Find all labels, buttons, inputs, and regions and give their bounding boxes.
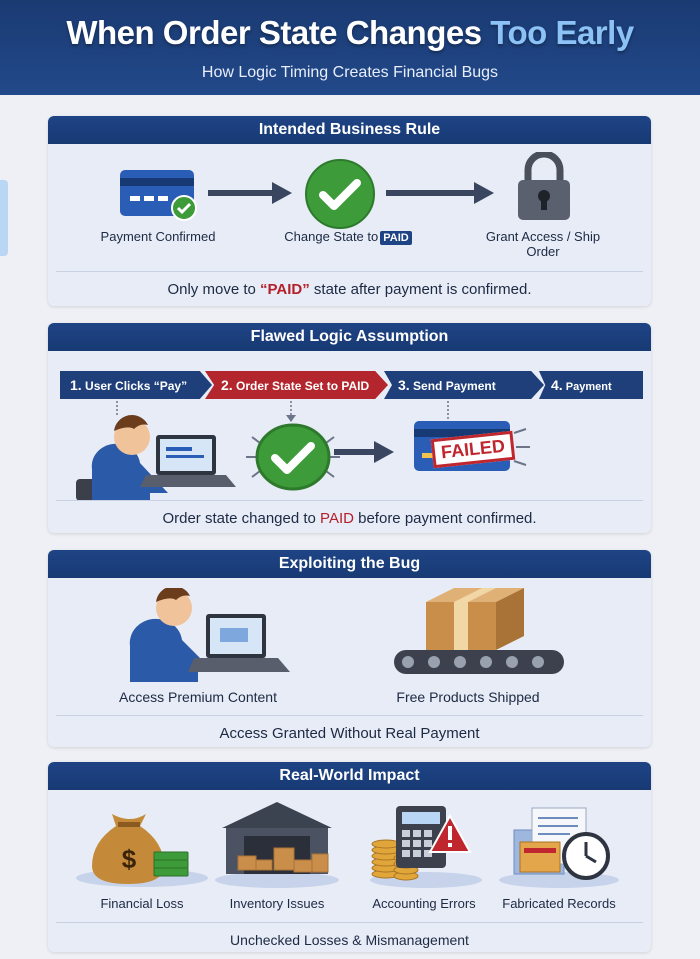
step-send-payment: 3. Send Payment Request [384, 371, 544, 399]
exploit-footer: Access Granted Without Real Payment [56, 715, 643, 742]
paid-tag: PAID [380, 231, 412, 245]
intended-footer: Only move to “PAID” state after payment … [56, 271, 643, 298]
connector-line [286, 401, 296, 422]
section-heading: Real-World Impact [48, 762, 651, 790]
step-number: 1. [70, 377, 82, 393]
credit-card-check-icon [120, 170, 197, 221]
step-label: Order State Set to PAID [236, 379, 370, 393]
arrow-right-icon [334, 441, 394, 463]
grant-access-label: Grant Access / Ship Order [485, 229, 601, 259]
package-conveyor-icon [394, 588, 564, 674]
accounting-errors-label: Accounting Errors [372, 896, 476, 911]
flawed-logic-section: Flawed Logic Assumption 1. User Clicks “… [48, 323, 651, 533]
footer-text: before payment confirmed. [353, 510, 537, 527]
footer-text: state after payment is confirmed. [309, 281, 532, 298]
footer-highlight: PAID [320, 510, 354, 527]
step-state-set-paid: 2. Order State Set to PAID [205, 371, 388, 399]
inventory-issues-label: Inventory Issues [229, 896, 325, 911]
impact-section: Real-World Impact $ [48, 762, 651, 952]
payment-confirmed-label: Payment Confirmed [100, 229, 216, 244]
flawed-footer: Order state changed to PAID before payme… [56, 500, 643, 527]
step-label: User Clicks “Pay” [85, 379, 188, 393]
step-user-clicks-pay: 1. User Clicks “Pay” [60, 371, 212, 399]
step-label: Payment Fails! [551, 381, 612, 421]
exploit-section: Exploiting the Bug Access Premium Conten… [48, 550, 651, 747]
title-main-text: When Order State Changes [66, 14, 491, 51]
access-premium-label: Access Premium Content [119, 689, 277, 705]
step-payment-fails: 4. Payment Fails! [539, 371, 643, 399]
money-bag-icon: $ [76, 814, 208, 887]
fabricated-records-label: Fabricated Records [502, 896, 616, 911]
section-heading: Flawed Logic Assumption [48, 323, 651, 351]
user-laptop-icon [76, 415, 236, 501]
warehouse-icon [215, 802, 339, 888]
user-laptop-icon [129, 588, 290, 682]
free-products-label: Free Products Shipped [396, 689, 540, 705]
footer-text: Only move to [167, 281, 261, 298]
step-number: 4. [551, 377, 563, 393]
step-number: 2. [221, 377, 233, 393]
documents-clock-icon [499, 807, 619, 888]
check-circle-icon [305, 159, 375, 229]
calculator-warning-icon [370, 806, 482, 888]
connector-line [116, 401, 118, 415]
title-highlight-text: Too Early [490, 14, 634, 51]
financial-loss-label: Financial Loss [100, 896, 184, 911]
section-heading: Intended Business Rule [48, 116, 651, 144]
step-number: 3. [398, 377, 410, 393]
svg-text:$: $ [122, 844, 137, 874]
section-heading: Exploiting the Bug [48, 550, 651, 578]
page-subtitle: How Logic Timing Creates Financial Bugs [201, 64, 499, 81]
side-tab-handle[interactable] [0, 180, 8, 256]
impact-footer: Unchecked Losses & Mismanagement [56, 922, 643, 948]
change-state-text: Change State to [284, 229, 379, 244]
connector-line [447, 401, 449, 421]
page-header: When Order State Changes Too Early How L… [0, 0, 700, 95]
footer-text: Order state changed to [162, 510, 321, 527]
footer-highlight: “PAID” [260, 281, 310, 298]
intended-rule-section: Intended Business Rule Payment Confirmed… [48, 116, 651, 306]
padlock-icon [518, 152, 570, 220]
arrow-right-icon [208, 182, 292, 204]
step-label: Send Payment Request [398, 379, 496, 421]
check-circle-icon [246, 423, 340, 491]
page-title: When Order State Changes Too Early [0, 14, 700, 52]
arrow-right-icon [386, 182, 494, 204]
